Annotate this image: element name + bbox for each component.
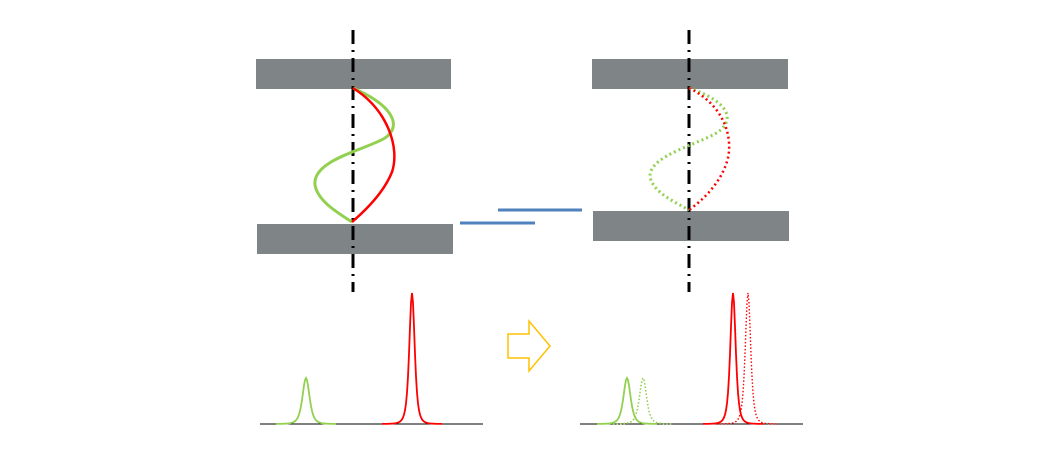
gap-indicator	[460, 208, 582, 225]
spectrum-before	[260, 292, 483, 425]
mode-shape-green-left	[313, 86, 395, 224]
bottom-plate-left	[257, 224, 453, 254]
panel-after	[592, 30, 789, 292]
spectrum-after	[580, 292, 803, 425]
peak-green-left	[275, 375, 337, 425]
peak-green-right-solid	[596, 375, 658, 425]
bottom-plate-right	[593, 211, 789, 241]
peak-red-right-solid	[702, 292, 764, 425]
peak-red-left	[381, 292, 443, 425]
mode-shape-red-left	[351, 86, 396, 223]
peak-green-right-dotted	[612, 376, 674, 425]
mode-shape-green-right	[648, 86, 729, 212]
mode-shape-red-right	[688, 86, 731, 212]
panel-before	[256, 30, 453, 292]
peak-red-right-dotted	[717, 292, 779, 425]
right-arrow-icon	[507, 318, 551, 374]
